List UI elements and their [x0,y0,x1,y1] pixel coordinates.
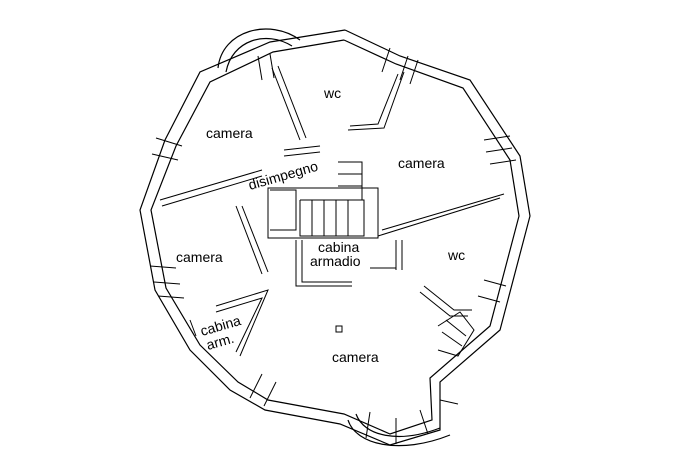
window-marks [149,47,517,444]
label-camera-top-left: camera [206,125,253,141]
rounded-bay-bottom [347,413,451,447]
label-wc-top: wc [323,85,341,101]
label-cabina-armadio-1: cabina [318,239,359,255]
label-cabina-arm-2: arm. [204,330,235,353]
interior-walls [159,65,505,357]
label-camera-right: camera [398,155,445,171]
label-camera-left: camera [176,249,223,265]
label-wc-right: wc [447,247,465,263]
label-camera-bottom: camera [332,349,379,365]
exterior-wall [139,29,531,446]
rounded-bay-top [217,28,301,73]
label-cabina-armadio-2: armadio [310,253,361,269]
